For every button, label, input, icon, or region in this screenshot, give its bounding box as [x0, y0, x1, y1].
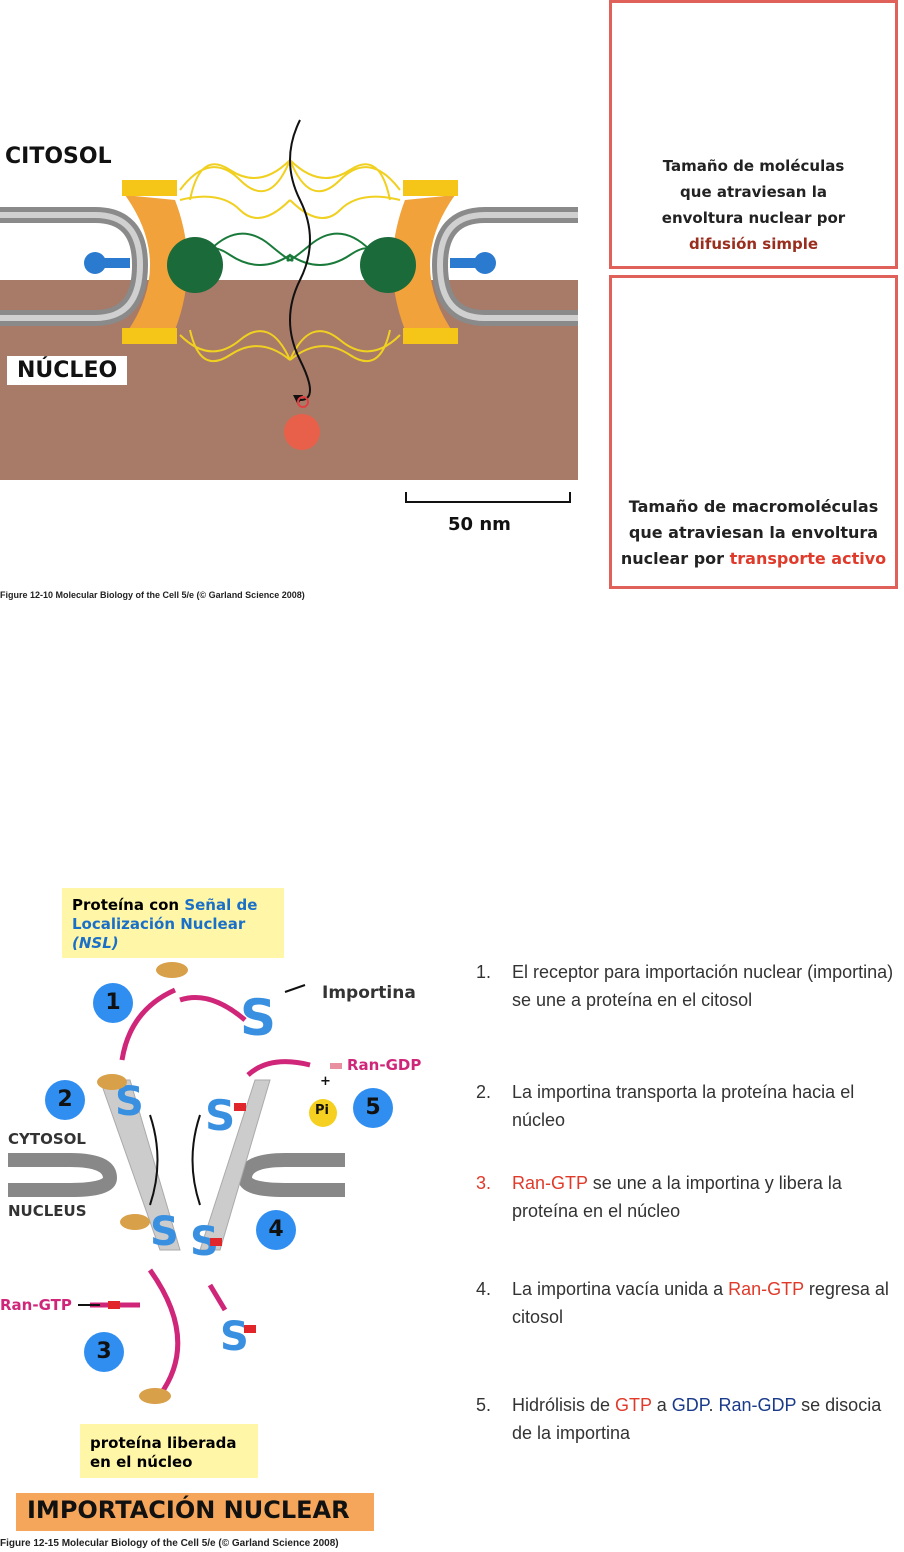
- step-text: se disocia de la importina: [512, 1395, 882, 1443]
- active-highlight: transporte activo: [729, 549, 887, 568]
- step-circle-2: 2: [45, 1080, 85, 1120]
- svg-text:S: S: [205, 1091, 235, 1140]
- diffusion-line: Tamaño de moléculas: [662, 157, 845, 175]
- nucleo-label: NÚCLEO: [7, 356, 128, 385]
- citosol-label: CITOSOL: [5, 144, 112, 169]
- step-4: 4. La importina vacía unida a Ran-GTP reg…: [476, 1275, 901, 1331]
- step-highlight: Ran-GDP: [718, 1395, 797, 1415]
- step-circle-4: 4: [256, 1210, 296, 1250]
- step-2: 2. La importina transporta la proteína ha…: [476, 1078, 901, 1134]
- importina-label: Importina: [322, 983, 416, 1003]
- step-5: 5. Hidrólisis de GTP a GDP. Ran-GDP se di…: [476, 1391, 901, 1447]
- cytosol-label: CYTOSOL: [8, 1130, 86, 1148]
- active-transport-box: Tamaño de macromoléculas que atraviesan …: [609, 275, 898, 589]
- plus-sign: +: [320, 1074, 331, 1089]
- active-line: Tamaño de macromoléculas: [628, 497, 879, 516]
- figure-credit: Figure 12-10 Molecular Biology of the Ce…: [0, 590, 305, 600]
- step-highlight: Ran-GTP: [728, 1279, 804, 1299]
- active-line: nuclear por: [620, 549, 730, 568]
- diffusion-line: que atraviesan la: [680, 183, 827, 201]
- scale-label: 50 nm: [448, 514, 511, 535]
- released-callout: proteína liberada en el núcleo: [90, 1434, 237, 1472]
- nsl-highlight: Señal de: [184, 896, 258, 914]
- step-text: La importina transporta la proteína haci…: [512, 1082, 855, 1130]
- svg-text:S: S: [115, 1079, 144, 1125]
- step-1: 1. El receptor para importación nuclear (…: [476, 958, 901, 1014]
- step-highlight: GTP: [615, 1395, 652, 1415]
- step-circle-5: 5: [353, 1088, 393, 1128]
- step-number: 2.: [476, 1082, 492, 1102]
- scale-bar: [405, 492, 571, 503]
- svg-text:S: S: [220, 1314, 249, 1360]
- step-highlight: Ran-GTP: [512, 1173, 588, 1193]
- step-circle-1: 1: [93, 983, 133, 1023]
- step-number: 3.: [476, 1173, 492, 1193]
- step-number: 4.: [476, 1279, 492, 1299]
- nsl-callout: Proteína con Señal de Localización Nucle…: [72, 896, 257, 953]
- step-text: La importina vacía unida a: [512, 1279, 729, 1299]
- svg-text:S: S: [150, 1209, 179, 1255]
- nucleus-label: NUCLEUS: [8, 1202, 87, 1220]
- step-text: regresa al citosol: [512, 1279, 889, 1327]
- step-number: 5.: [476, 1395, 492, 1415]
- import-title: IMPORTACIÓN NUCLEAR: [27, 1496, 350, 1524]
- pi-label: Pi: [315, 1103, 329, 1118]
- nsl-highlight: (NSL): [72, 934, 119, 952]
- nsl-highlight: Localización Nuclear: [72, 915, 246, 933]
- step-3: 3. Ran-GTP se une a la importina y libera…: [476, 1169, 901, 1225]
- released-text: proteína liberada: [90, 1434, 237, 1452]
- figure-credit: Figure 12-15 Molecular Biology of the Ce…: [0, 1538, 339, 1549]
- svg-text:S: S: [240, 989, 276, 1047]
- step-text: Hidrólisis de: [512, 1395, 616, 1415]
- ran-gdp-label: Ran-GDP: [347, 1056, 422, 1074]
- active-line: que atraviesan la envoltura: [628, 523, 879, 542]
- step-text: El receptor para importación nuclear (im…: [512, 962, 894, 1010]
- step-number: 1.: [476, 962, 492, 982]
- step-text: a: [651, 1395, 672, 1415]
- svg-text:S: S: [190, 1219, 219, 1265]
- nsl-text: Proteína con: [72, 896, 185, 914]
- step-text: se une a la importina y libera la proteí…: [512, 1173, 842, 1221]
- diffusion-line: envoltura nuclear por: [661, 209, 846, 227]
- step-text: .: [708, 1395, 719, 1415]
- diffusion-highlight: difusión simple: [688, 235, 819, 253]
- released-text: en el núcleo: [90, 1453, 193, 1471]
- step-circle-3: 3: [84, 1332, 124, 1372]
- step-highlight: GDP: [671, 1395, 709, 1415]
- ran-gtp-label: Ran-GTP: [0, 1296, 72, 1314]
- diffusion-box: Tamaño de moléculas que atraviesan la en…: [609, 0, 898, 269]
